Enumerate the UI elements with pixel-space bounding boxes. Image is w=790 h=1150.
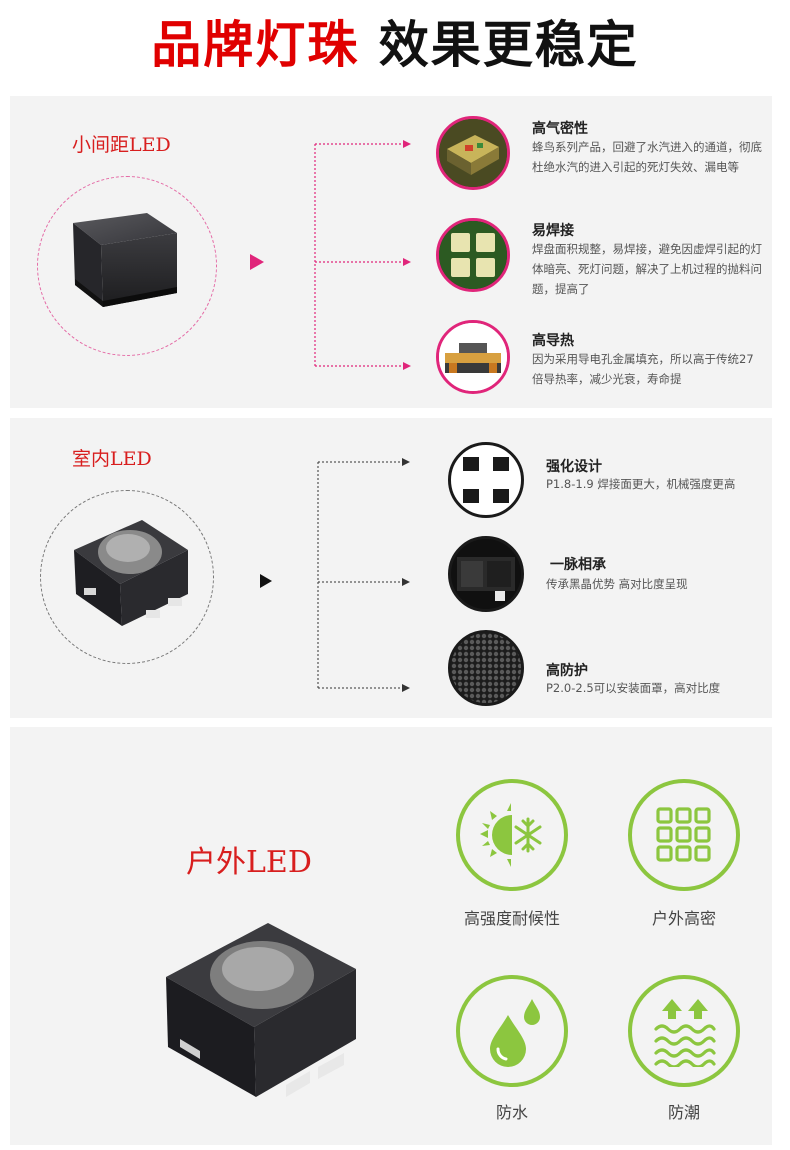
pink-arrow-icon [250, 254, 264, 270]
outdoor-led-chip-image [166, 923, 356, 1097]
feature-title: 高导热 [532, 333, 574, 349]
moisture-proof-badge [628, 975, 740, 1087]
small-pitch-led-chip-image [73, 213, 177, 307]
outdoor-grid-icon [656, 807, 711, 862]
icon-caption: 户外高密 [651, 909, 716, 928]
product-circle [40, 490, 214, 664]
thermal-feature-image [436, 320, 510, 394]
feature-title: 强化设计 [546, 459, 602, 475]
sun-snowflake-icon [480, 803, 542, 867]
black-arrow-icon [260, 574, 272, 588]
feature-title: 高气密性 [532, 121, 588, 137]
waterproof-badge [456, 975, 568, 1087]
icon-caption: 高强度耐候性 [463, 909, 560, 928]
page-title: 品牌灯珠 效果更稳定 [0, 12, 790, 78]
small-pitch-led-label: 小间距LED [72, 134, 171, 156]
outdoor-density-badge [628, 779, 740, 891]
feature-title: 一脉相承 [550, 557, 606, 573]
feature-description: 焊盘面积规整，易焊接，避免因虚焊引起的灯体暗亮、死灯问题，解决了上机过程的抛料问… [532, 242, 762, 296]
airtight-feature-image [436, 116, 510, 190]
title-rest: 效果更稳定 [359, 15, 639, 74]
icon-caption: 防潮 [667, 1103, 700, 1122]
icon-caption: 防水 [495, 1103, 528, 1122]
title-brand: 品牌灯珠 [151, 15, 360, 74]
feature-description: 因为采用导电孔金属填充，所以高于传统27倍导热率，减少光衰，寿命提 [532, 352, 754, 386]
outdoor-led-section: 户外LED [10, 727, 772, 1145]
product-circle [37, 176, 217, 356]
indoor-led-section: 室内LED 强化设计 P1.8-1.9 焊接面更大， [10, 418, 772, 718]
indoor-led-label: 室内LED [72, 448, 152, 470]
solderable-feature-image [436, 218, 510, 292]
waves-arrows-icon [654, 999, 716, 1067]
connector-lines [314, 140, 411, 370]
protection-feature-image [448, 630, 524, 706]
connector-lines [317, 458, 410, 692]
weather-resistance-badge [456, 779, 568, 891]
feature-description: 蜂鸟系列产品，回避了水汽进入的通道，彻底杜绝水汽的进入引起的死灯失效、漏电等 [532, 140, 762, 174]
feature-title: 易焊接 [532, 223, 574, 239]
water-drops-icon [490, 999, 540, 1067]
feature-description: P1.8-1.9 焊接面更大，机械强度更高 [546, 477, 736, 491]
outdoor-led-label: 户外LED [186, 845, 312, 880]
feature-description: 传承黑晶优势 高对比度呈现 [546, 577, 688, 591]
reinforced-design-image [448, 442, 524, 518]
indoor-led-chip-image [74, 520, 188, 626]
small-pitch-led-section: 小间距LED [10, 96, 772, 408]
legacy-feature-image [448, 536, 524, 612]
feature-title: 高防护 [546, 663, 588, 679]
feature-description: P2.0-2.5可以安装面罩，高对比度 [546, 681, 721, 695]
